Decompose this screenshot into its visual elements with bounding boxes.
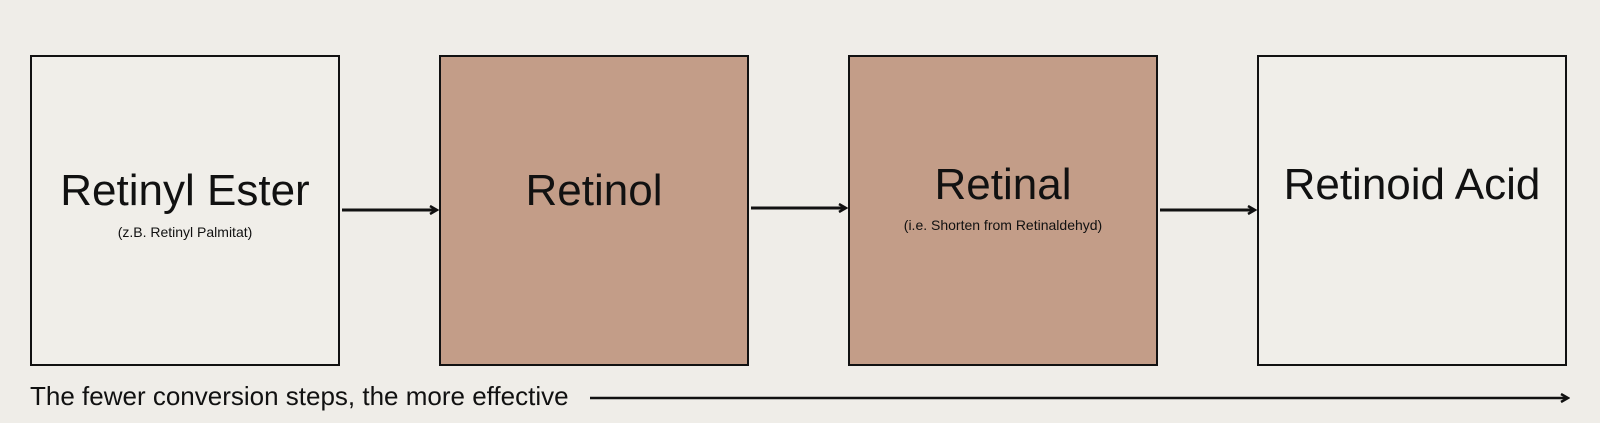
stage-retinal: Retinal (i.e. Shorten from Retinaldehyd)	[848, 55, 1158, 366]
stage-retinoid-acid: Retinoid Acid	[1257, 55, 1567, 366]
stage-title: Retinal	[934, 160, 1072, 209]
effectiveness-caption: The fewer conversion steps, the more eff…	[30, 381, 569, 411]
stage-title: Retinol	[525, 166, 663, 215]
stage-retinol: Retinol	[439, 55, 749, 366]
stage-title: Retinoid Acid	[1283, 160, 1541, 209]
stage-title: Retinyl Ester	[60, 166, 310, 215]
stage-note: (z.B. Retinyl Palmitat)	[117, 224, 253, 240]
stage-note: (i.e. Shorten from Retinaldehyd)	[903, 217, 1103, 233]
stage-retinyl-ester: Retinyl Ester (z.B. Retinyl Palmitat)	[30, 55, 340, 366]
